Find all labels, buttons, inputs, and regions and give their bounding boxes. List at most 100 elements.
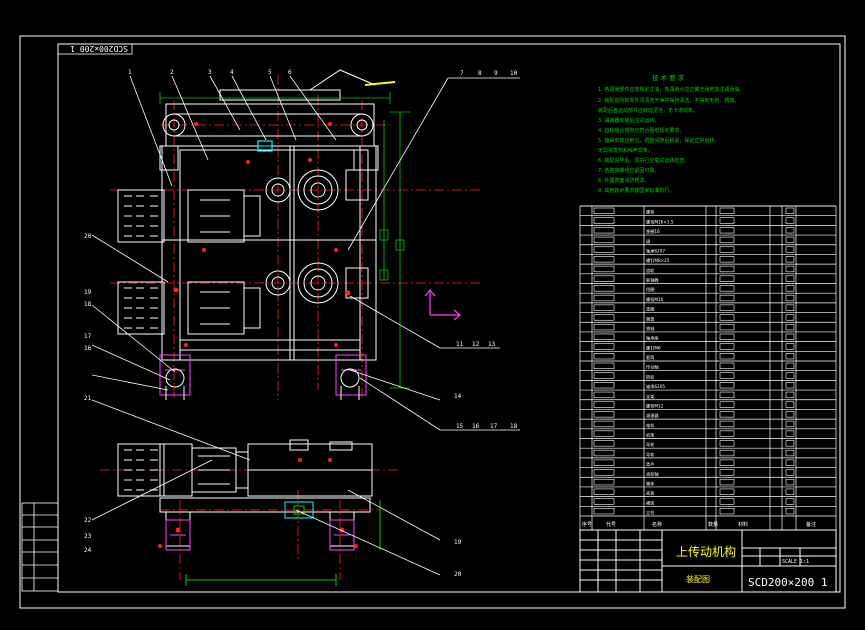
bom-name-cell: 垫圈16 — [646, 228, 660, 235]
bom-material-box — [719, 217, 735, 224]
bom-qty-box — [785, 430, 795, 437]
note-line-2: 2. 装配前所有零件须清洗干净并保持清洁，不得有毛刺、锈蚀。 — [598, 97, 739, 104]
note-line-4: 3. 减速器安装后应试运转。 — [598, 117, 659, 124]
bom-qty-box — [785, 420, 795, 428]
notes-heading: 技 术 要 求 — [652, 73, 685, 82]
bom-qty-box — [785, 304, 795, 311]
bom-material-box — [719, 449, 735, 457]
bom-name-cell: 导轮 — [646, 441, 655, 448]
bom-qty-box — [785, 314, 795, 321]
bom-qty-box — [785, 227, 795, 234]
bom-qty-box — [785, 478, 795, 486]
bom-name-cell: 支架 — [646, 393, 654, 400]
bom-code-box — [593, 382, 615, 389]
bom-material-box — [719, 236, 735, 244]
balloon-rm-3: 13 — [488, 341, 496, 348]
bom-qty-box — [785, 498, 795, 505]
bom-code-box — [593, 323, 615, 331]
bom-name-cell: 螺母M16×1.5 — [646, 218, 674, 225]
balloon-ll-2: 22 — [84, 517, 92, 524]
bom-code-box — [593, 217, 615, 224]
bom-name-cell: 套筒 — [646, 354, 654, 361]
bom-material-box — [719, 246, 735, 253]
balloon-ll-3: 23 — [84, 533, 92, 540]
note-line-6: 5. 轴承安装应到位，调整间隙后锁紧，保证正常运转， — [598, 137, 719, 144]
bom-material-box — [719, 323, 735, 331]
note-line-11: 9. 其他技术要求按国家标准执行。 — [598, 187, 674, 194]
bom-material-box — [719, 227, 735, 234]
bom-material-box — [719, 411, 735, 418]
bom-header-remark: 备注 — [806, 521, 816, 528]
bom-code-box — [593, 401, 615, 408]
bom-qty-box — [785, 401, 795, 408]
bom-code-box — [593, 353, 615, 360]
bom-code-box — [593, 508, 615, 515]
bom-name-cell: 齿轮轴 — [646, 470, 659, 477]
balloon-lm-4: 17 — [84, 333, 92, 340]
bom-material-box — [719, 362, 735, 369]
leaders — [91, 75, 520, 576]
bom-qty-box — [785, 372, 795, 379]
title-block: 上传动机构 装配图 SCALE 1:1 SCD200×200 1 — [579, 529, 837, 593]
note-line-8: 6. 装配完毕后，须进行空载试运转检查。 — [598, 157, 689, 164]
bom-material-box — [719, 469, 735, 476]
bom-name-cell: 轴承6205 — [646, 383, 665, 390]
bom-name-cell: 螺栓M12 — [646, 402, 664, 409]
balloon-top-1: 1 — [128, 69, 132, 76]
bom-qty-box — [785, 411, 795, 418]
bom-code-box — [593, 265, 615, 273]
bom-code-box — [593, 372, 615, 379]
bom-qty-box — [785, 333, 795, 340]
bom-name-cell: 螺钉M6 — [646, 344, 661, 351]
bom-material-box — [719, 478, 735, 486]
balloon-ll-4: 24 — [84, 547, 92, 554]
bom-name-cell: 箱体 — [646, 480, 655, 487]
bom-code-box — [593, 333, 615, 340]
bom-qty-box — [785, 285, 795, 292]
balloon-top-2: 2 — [170, 69, 174, 76]
bom-code-box — [593, 498, 615, 505]
bom-material-box — [719, 372, 735, 379]
bom-code-box — [593, 362, 615, 369]
bom-code-box — [593, 420, 615, 428]
balloon-top-4: 4 — [230, 69, 234, 76]
note-line-5: 4. 齿轮啮合侧隙应符合图纸规定要求。 — [598, 127, 684, 134]
bom-code-box — [593, 207, 615, 214]
bom-header-qty: 数量 — [708, 521, 718, 528]
bom-material-box — [719, 488, 735, 495]
bom-qty-box — [785, 207, 795, 214]
bom-material-box — [719, 353, 735, 360]
balloon-rt-3: 9 — [494, 70, 498, 77]
bom-material-box — [719, 508, 735, 515]
revision-strip — [21, 502, 59, 592]
bom-code-box — [593, 285, 615, 292]
bom-code-box — [593, 294, 615, 302]
bom-qty-box — [785, 382, 795, 389]
bom-qty-box — [785, 265, 795, 273]
bom-material-box — [719, 430, 735, 437]
bom-material-box — [719, 382, 735, 389]
balloon-rm-1: 11 — [456, 341, 464, 348]
bom-material-box — [719, 401, 735, 408]
balloon-rl-3: 17 — [490, 423, 498, 430]
balloon-rt-1: 7 — [460, 70, 464, 77]
bom-qty-box — [785, 508, 795, 515]
bom-qty-box — [785, 459, 795, 466]
bom-qty-box — [785, 323, 795, 331]
note-line-3: 装配后各运动部件应转动灵活，无卡滞现象。 — [598, 107, 698, 114]
balloon-top-5: 5 — [268, 69, 272, 76]
bom-qty-box — [785, 449, 795, 457]
bom-name-cell: 联轴器 — [646, 277, 659, 284]
balloon-rb-1: 19 — [454, 539, 462, 546]
balloon-top-6: 6 — [288, 69, 292, 76]
bom-qty-box — [785, 440, 795, 447]
drawing-title: 上传动机构 — [676, 544, 736, 559]
bom-name-cell: 螺栓M10 — [646, 296, 664, 303]
bom-name-cell: 齿轮 — [646, 267, 655, 274]
balloon-top-3: 3 — [208, 69, 212, 76]
bom-qty-box — [785, 294, 795, 302]
bom-material-box — [719, 275, 735, 282]
bom-name-cell: 垫圈 — [646, 306, 654, 313]
bom-material-box — [719, 265, 735, 273]
note-line-9: 7. 各连接螺栓应紧固可靠。 — [598, 167, 659, 174]
